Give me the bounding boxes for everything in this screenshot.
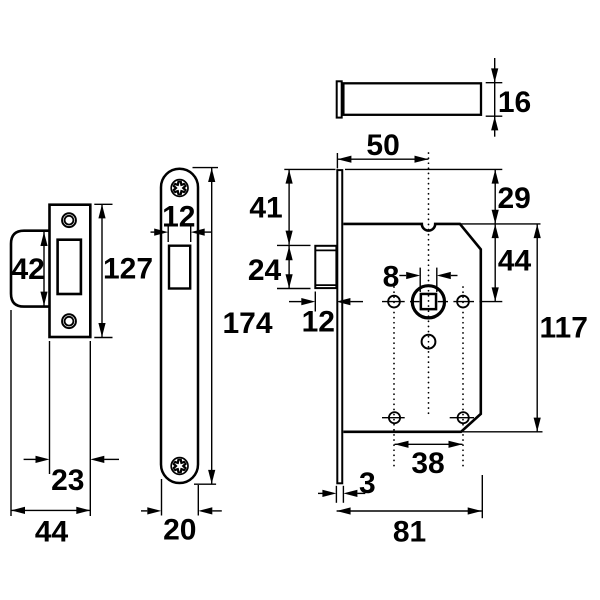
svg-text:44: 44 bbox=[35, 515, 69, 548]
svg-text:44: 44 bbox=[498, 245, 532, 278]
svg-text:8: 8 bbox=[383, 261, 400, 294]
svg-text:41: 41 bbox=[249, 192, 282, 225]
svg-text:23: 23 bbox=[51, 464, 84, 497]
svg-text:81: 81 bbox=[393, 515, 426, 548]
svg-text:12: 12 bbox=[162, 200, 195, 233]
svg-text:3: 3 bbox=[359, 467, 376, 500]
svg-text:12: 12 bbox=[302, 306, 335, 339]
svg-text:174: 174 bbox=[222, 307, 272, 340]
svg-text:50: 50 bbox=[366, 129, 399, 162]
svg-text:16: 16 bbox=[498, 86, 531, 119]
svg-text:20: 20 bbox=[163, 513, 196, 546]
svg-text:24: 24 bbox=[248, 254, 282, 287]
svg-text:42: 42 bbox=[12, 253, 45, 286]
svg-text:127: 127 bbox=[103, 253, 153, 286]
svg-text:29: 29 bbox=[498, 182, 531, 215]
svg-text:117: 117 bbox=[539, 312, 587, 345]
svg-text:38: 38 bbox=[411, 447, 444, 480]
